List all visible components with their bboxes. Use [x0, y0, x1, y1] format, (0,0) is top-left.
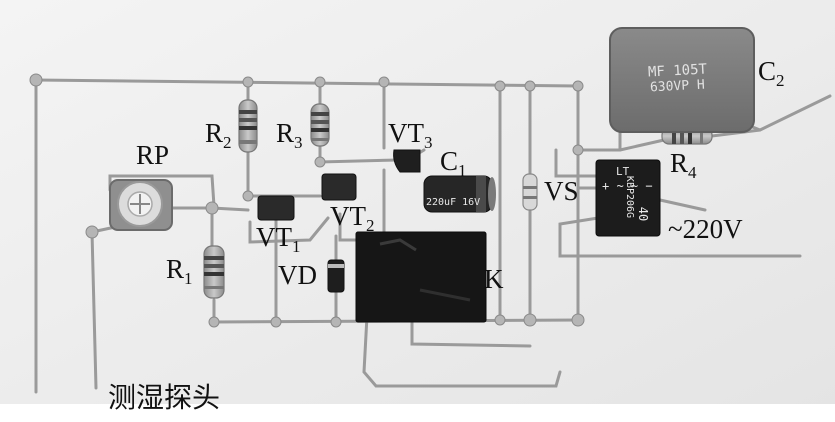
caption-strip [0, 404, 835, 422]
potentiometer-rp [109, 179, 173, 231]
label-r3: R3 [276, 118, 303, 152]
label-r1: R1 [166, 254, 193, 288]
label-r2: R2 [205, 118, 232, 152]
capacitor-c2 [609, 27, 755, 133]
label-vt2: VT2 [330, 201, 375, 235]
diode-vd [327, 259, 345, 293]
caption-humidity-probe: 测湿探头 [108, 381, 221, 414]
label-vd: VD [278, 260, 317, 290]
label-c1: C1 [440, 146, 467, 180]
label-r4: R4 [670, 148, 697, 182]
label-c2: C2 [758, 56, 785, 90]
resistor-r3 [310, 103, 330, 147]
label-vs: VS [544, 176, 579, 206]
capacitor-c1 [423, 175, 496, 213]
label-k: K [484, 264, 504, 294]
wires [34, 78, 832, 394]
transistor-vt3 [393, 149, 421, 173]
label-vt1: VT1 [256, 222, 301, 256]
transistor-vt2 [321, 173, 357, 201]
varistor-vs [522, 173, 538, 211]
resistor-r1 [203, 245, 225, 299]
label-ac-220v: ~220V [668, 214, 743, 244]
label-vt3: VT3 [388, 118, 433, 152]
transistor-vt1 [257, 195, 295, 221]
bridge-pin-symbols: + ~ ~ − [602, 179, 653, 193]
relay-k [355, 231, 487, 323]
resistor-r2 [238, 99, 258, 153]
label-rp: RP [136, 140, 170, 170]
bridge-rectifier [595, 159, 661, 237]
bridge-marking-code: 40 [636, 206, 651, 222]
c1-marking: 220uF 16V [426, 197, 481, 208]
bridge-marking-brand: LT [616, 165, 630, 178]
c2-marking-line2: 630VP H [649, 77, 706, 96]
